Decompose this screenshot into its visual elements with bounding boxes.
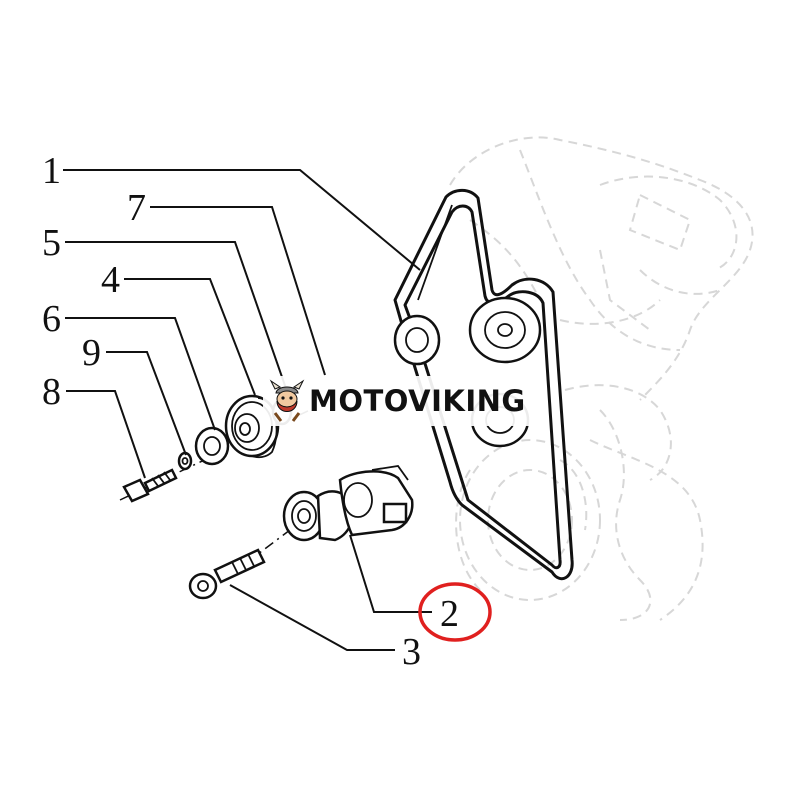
- callout-7: 7: [127, 187, 146, 229]
- callout-3: 3: [402, 631, 421, 673]
- drive-belt: [393, 188, 574, 581]
- leader-lines: [63, 169, 432, 651]
- brand-watermark: MOTOVIKING: [263, 376, 536, 426]
- tensioner-bolt: [188, 548, 266, 600]
- belt-tensioner: [229, 465, 414, 576]
- viking-logo-icon: [269, 379, 305, 422]
- callout-9: 9: [82, 332, 101, 374]
- callout-5: 5: [42, 222, 61, 264]
- callout-4: 4: [101, 259, 120, 301]
- brand-name: MOTOVIKING: [309, 384, 526, 418]
- callout-1: 1: [42, 150, 61, 192]
- highlight-ring: [418, 582, 492, 642]
- callout-2: 2: [440, 593, 459, 635]
- idler-pulley-engine: [393, 314, 441, 366]
- callout-8: 8: [42, 371, 61, 413]
- crank-pulley: [468, 296, 542, 364]
- callout-6: 6: [42, 298, 61, 340]
